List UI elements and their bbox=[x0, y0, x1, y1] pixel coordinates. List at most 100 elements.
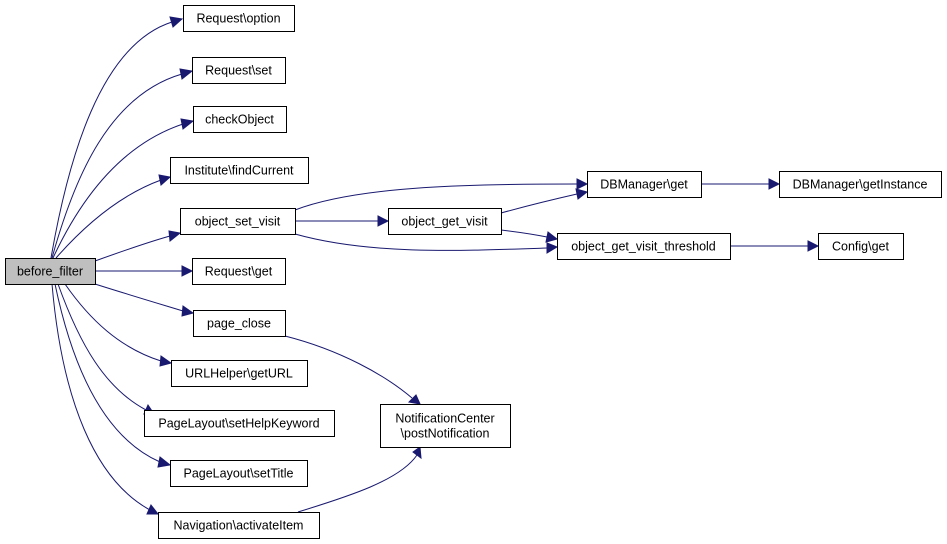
edge-line bbox=[50, 21, 173, 259]
edge-arrowhead bbox=[377, 215, 390, 227]
edge-arrowhead bbox=[546, 242, 559, 254]
edge-arrowhead bbox=[159, 355, 173, 367]
edge-arrowhead bbox=[807, 240, 820, 252]
node-box bbox=[818, 233, 904, 260]
node-institute_find_current[interactable]: Institute\findCurrent bbox=[170, 157, 309, 184]
edges-layer bbox=[50, 16, 820, 515]
node-pagelayout_sethelpkeyword[interactable]: PageLayout\setHelpKeyword bbox=[144, 410, 335, 437]
edge-line bbox=[55, 179, 162, 259]
node-box bbox=[193, 310, 286, 337]
edge-arrowhead bbox=[768, 178, 781, 190]
edge-line bbox=[54, 283, 161, 463]
node-box bbox=[170, 157, 309, 184]
edge-line bbox=[500, 193, 578, 214]
node-box bbox=[192, 258, 286, 285]
node-box bbox=[170, 460, 308, 487]
edge-before_filter-to-page_close bbox=[94, 283, 195, 317]
node-object_get_visit[interactable]: object_get_visit bbox=[388, 208, 502, 235]
node-label: PageLayout\setHelpKeyword bbox=[158, 417, 319, 431]
node-box bbox=[158, 512, 320, 539]
node-object_set_visit[interactable]: object_set_visit bbox=[180, 208, 296, 235]
node-label: Institute\findCurrent bbox=[184, 164, 294, 178]
node-box bbox=[144, 410, 335, 437]
edge-arrowhead bbox=[179, 68, 194, 80]
node-label: Request\set bbox=[205, 64, 272, 78]
edge-object_set_visit-to-object_get_visit bbox=[295, 215, 390, 227]
node-label: object_set_visit bbox=[195, 215, 281, 229]
edge-before_filter-to-request_get bbox=[95, 265, 194, 277]
edge-arrowhead bbox=[407, 394, 421, 405]
edge-before_filter-to-object_set_visit bbox=[94, 230, 182, 262]
node-notificationcenter_postnotification[interactable]: NotificationCenter\postNotification bbox=[380, 404, 511, 448]
edge-arrowhead bbox=[157, 456, 172, 468]
edge-arrowhead bbox=[575, 188, 589, 200]
node-box bbox=[587, 171, 702, 198]
edge-line bbox=[57, 283, 147, 411]
edge-object_get_visit-to-object_get_visit_threshold bbox=[500, 229, 559, 243]
node-box bbox=[183, 5, 295, 32]
node-box bbox=[193, 106, 287, 133]
node-config_get[interactable]: Config\get bbox=[818, 233, 904, 260]
node-check_object[interactable]: checkObject bbox=[193, 106, 287, 133]
edge-arrowhead bbox=[168, 230, 182, 242]
edge-before_filter-to-pagelayout_settitle bbox=[54, 283, 172, 468]
edge-object_set_visit-to-object_get_visit_threshold bbox=[294, 233, 559, 254]
edge-line bbox=[294, 183, 578, 211]
edge-before_filter-to-check_object bbox=[52, 118, 195, 259]
node-dbmanager_get[interactable]: DBManager\get bbox=[587, 171, 702, 198]
node-label: Navigation\activateItem bbox=[174, 519, 304, 533]
node-navigation_activateitem[interactable]: Navigation\activateItem bbox=[158, 512, 320, 539]
node-label: PageLayout\setTitle bbox=[183, 467, 293, 481]
edge-line bbox=[51, 283, 151, 511]
edge-before_filter-to-institute_find_current bbox=[55, 174, 172, 259]
edge-arrowhead bbox=[181, 305, 195, 317]
node-label: Config\get bbox=[832, 240, 890, 254]
edge-object_get_visit-to-dbmanager_get bbox=[500, 188, 589, 214]
edge-before_filter-to-urlhelper_geturl bbox=[64, 283, 173, 367]
node-page_close[interactable]: page_close bbox=[193, 310, 286, 337]
node-dbmanager_getinstance[interactable]: DBManager\getInstance bbox=[779, 171, 942, 198]
edge-before_filter-to-navigation_activateitem bbox=[51, 283, 160, 515]
node-label: Request\option bbox=[196, 12, 280, 26]
node-request_set[interactable]: Request\set bbox=[192, 57, 286, 84]
node-label: \postNotification bbox=[401, 427, 490, 441]
node-request_option[interactable]: Request\option bbox=[183, 5, 295, 32]
node-box bbox=[557, 233, 731, 260]
edge-line bbox=[284, 335, 413, 399]
edge-dbmanager_get-to-dbmanager_getinstance bbox=[701, 178, 781, 190]
edge-page_close-to-notificationcenter_postnotification bbox=[284, 335, 421, 405]
edge-line bbox=[64, 283, 162, 362]
edge-line bbox=[297, 454, 418, 513]
node-request_get[interactable]: Request\get bbox=[192, 258, 286, 285]
node-label: page_close bbox=[207, 317, 271, 331]
edge-line bbox=[52, 123, 184, 259]
edge-before_filter-to-request_set bbox=[51, 68, 194, 259]
node-object_get_visit_threshold[interactable]: object_get_visit_threshold bbox=[557, 233, 731, 260]
node-before_filter[interactable]: before_filter bbox=[5, 258, 96, 285]
node-box bbox=[380, 404, 511, 448]
node-box bbox=[779, 171, 942, 198]
edge-line bbox=[294, 233, 548, 251]
edge-line bbox=[94, 283, 184, 312]
edge-before_filter-to-request_option bbox=[50, 16, 184, 259]
node-box bbox=[5, 258, 96, 285]
node-pagelayout_settitle[interactable]: PageLayout\setTitle bbox=[170, 460, 308, 487]
node-label: Request\get bbox=[205, 265, 273, 279]
node-urlhelper_geturl[interactable]: URLHelper\getURL bbox=[171, 360, 308, 387]
node-label: NotificationCenter bbox=[395, 412, 494, 426]
edge-arrowhead bbox=[180, 118, 195, 130]
node-label: DBManager\get bbox=[600, 178, 688, 192]
node-label: object_get_visit_threshold bbox=[571, 240, 716, 254]
edge-arrowhead bbox=[545, 231, 559, 243]
node-box bbox=[171, 360, 308, 387]
edge-arrowhead bbox=[181, 265, 194, 277]
node-box bbox=[192, 57, 286, 84]
edge-object_get_visit_threshold-to-config_get bbox=[730, 240, 820, 252]
node-label: checkObject bbox=[205, 113, 274, 127]
node-box bbox=[388, 208, 502, 235]
node-label: DBManager\getInstance bbox=[793, 178, 928, 192]
node-label: before_filter bbox=[17, 265, 83, 279]
